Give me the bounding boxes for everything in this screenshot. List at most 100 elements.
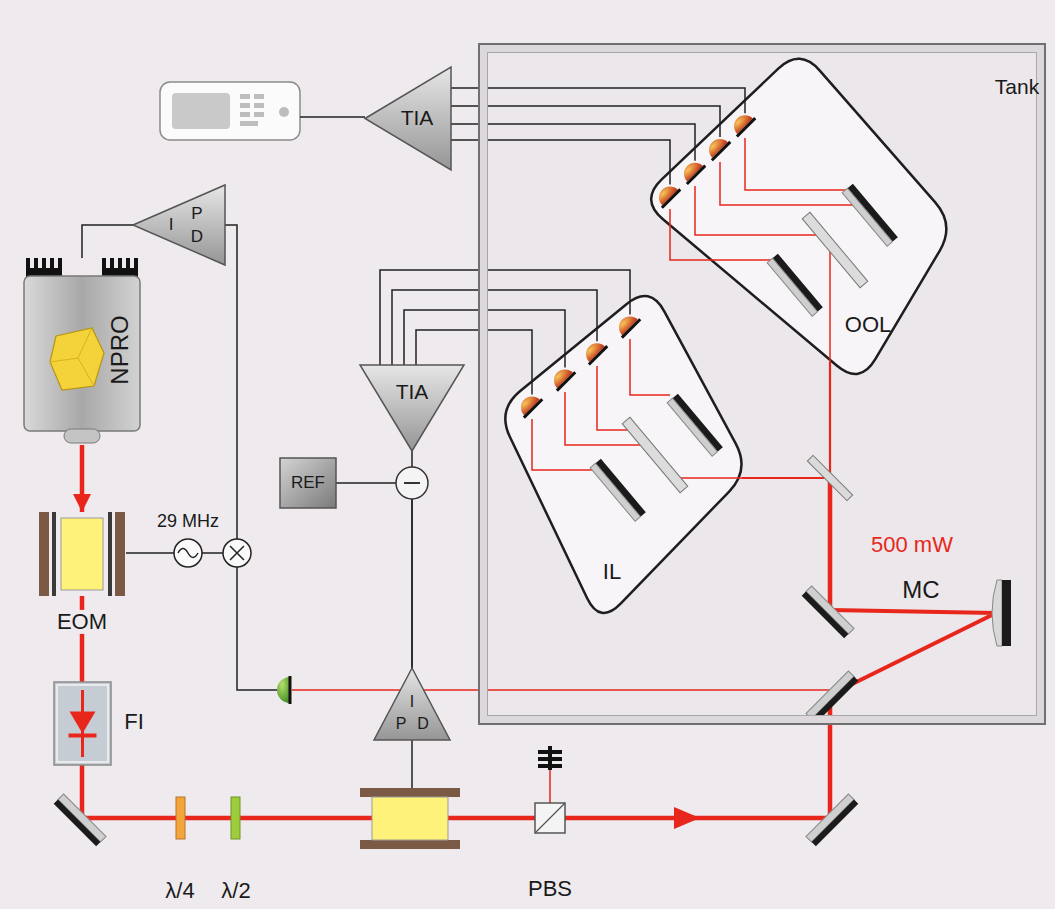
modulator: EOM: [39, 512, 125, 596]
node-label: D: [191, 228, 203, 247]
beam-splitter: [802, 212, 868, 287]
oscilloscope: [279, 107, 289, 117]
tank-interior: [480, 45, 1044, 723]
signal-wire: [744, 100, 746, 113]
phase-modulator: [360, 788, 460, 849]
node-label: REF: [291, 474, 325, 493]
part-label: MC: [902, 577, 939, 603]
signal-wire: [411, 740, 413, 790]
heat-sink-fin: [110, 258, 114, 270]
mirror: [54, 800, 101, 847]
laser-housing: [24, 276, 140, 431]
mixer-symbol: [230, 546, 244, 560]
oscillator-symbol: [178, 549, 198, 558]
laser-beam: [549, 770, 551, 803]
node-label: Tank: [995, 75, 1039, 98]
sensor-board-shape: [497, 285, 750, 625]
laser-crystal: [50, 328, 104, 390]
oscilloscope: [240, 103, 250, 108]
beam-line: [565, 392, 644, 445]
laser-beam: [828, 478, 833, 610]
signal-wire: [300, 116, 365, 118]
laser-beam: [829, 362, 831, 478]
heat-sink-fin: [42, 258, 46, 270]
photodiode: [557, 372, 575, 390]
photodiode: [589, 346, 607, 364]
sensor-board: OOL: [640, 48, 955, 385]
sensor-board-outline: [505, 296, 741, 613]
signal-wire: [564, 354, 566, 367]
crystal-facet: [50, 328, 94, 386]
node-label: IL: [603, 560, 621, 584]
photodiode: [548, 363, 575, 390]
photodiode: [712, 142, 730, 160]
vacuum-tank: Tank OOL IL: [478, 43, 1046, 725]
beam-line: [829, 246, 831, 362]
mixer-symbol: [223, 539, 251, 567]
modulator-shape: [39, 512, 125, 596]
pickoff-plate: [807, 455, 852, 500]
laser-beam: [742, 477, 830, 479]
photodiode: [277, 676, 290, 704]
modulator-crystal: [61, 518, 103, 590]
mirror: [848, 184, 898, 242]
laser-beam: [80, 596, 85, 682]
beam-splitter-cube: [535, 803, 565, 833]
photodiode: [580, 337, 607, 364]
mirror: [667, 394, 723, 457]
photodiode: [289, 676, 292, 704]
waveplate: [231, 797, 240, 839]
frequency-label: 29 MHz: [157, 512, 219, 532]
sensor-board: IL: [497, 285, 750, 625]
photodiode: [737, 118, 755, 136]
heat-sink-fin: [58, 258, 62, 270]
sensor-optics: [653, 100, 898, 362]
signal-wire: [694, 148, 696, 161]
triangle-outline: [133, 185, 225, 265]
waveplate-label: λ/4: [165, 879, 194, 903]
oscilloscope: [254, 103, 264, 108]
mirror: [667, 398, 717, 456]
signal-wire: [82, 225, 133, 258]
beam-line: [745, 138, 848, 190]
beam-splitter-cube: [535, 803, 565, 833]
node-label: D: [417, 715, 429, 733]
photodiode: [703, 133, 730, 160]
photodiode: [653, 181, 680, 208]
mirror: [806, 586, 854, 634]
triangle-outline: [360, 365, 464, 451]
node-label: P: [191, 205, 202, 224]
mirror: [806, 671, 854, 719]
signal-wire: [237, 567, 277, 690]
oscilloscope: [160, 82, 300, 140]
curved-mirror: [992, 580, 1002, 646]
sensor-optics: [515, 301, 744, 521]
beam-splitter: [802, 212, 868, 287]
phase-modulator: [372, 797, 448, 840]
beam-splitter: [622, 417, 688, 492]
node-label: EOM: [54, 610, 110, 634]
signal-wire: [629, 301, 631, 314]
controller-triangle-shape: [133, 185, 225, 265]
node-label: P: [396, 715, 407, 733]
heat-sink-fin: [134, 258, 138, 270]
mirror: [802, 592, 849, 639]
node-label: I: [169, 216, 174, 235]
part-label: PBS: [528, 877, 572, 901]
mirror: [773, 254, 823, 312]
electrode-frame: [52, 512, 56, 596]
triangle-outline: [374, 668, 450, 740]
mirror: [590, 463, 640, 521]
laser-beam: [80, 445, 85, 512]
signal-wire: [336, 483, 412, 668]
curved-mirror: [1002, 580, 1011, 646]
laser-aperture: [64, 429, 100, 443]
box-outline: [280, 458, 336, 508]
signal-wire: [531, 381, 533, 394]
mirror: [806, 794, 854, 842]
mirror: [596, 459, 646, 517]
mirror: [590, 459, 646, 522]
signal-wire: [202, 552, 223, 554]
